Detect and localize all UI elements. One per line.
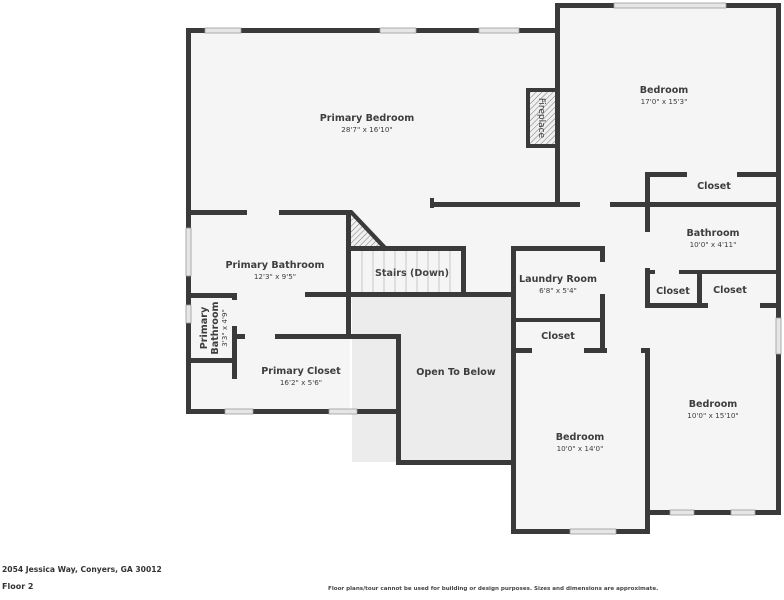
room-name: Bathroom — [686, 228, 739, 239]
room-name: Bedroom — [640, 85, 689, 96]
room-closet-e2: Closet — [713, 285, 747, 296]
doors — [232, 172, 760, 353]
room-closet-e1: Closet — [656, 286, 690, 297]
room-dimensions: 10'0" x 14'0" — [557, 444, 604, 453]
room-bedroom-s: Bedroom 10'0" x 14'0" — [556, 432, 605, 453]
open-to-below: Open To Below — [416, 367, 496, 378]
fireplace: Fireplace — [536, 98, 546, 139]
disclaimer: Floor plans/tour cannot be used for buil… — [328, 586, 659, 592]
room-name: Closet — [656, 286, 690, 297]
room-dimensions: 12'3" x 9'5" — [254, 272, 296, 281]
room-name: Bedroom — [689, 399, 738, 410]
room-bedroom-e: Bedroom 10'0" x 15'10" — [687, 399, 738, 420]
fireplace-hatch — [530, 92, 555, 144]
room-name: Primary Closet — [261, 366, 341, 377]
room-dimensions: 6'8" x 5'4" — [539, 286, 577, 295]
room-closet-ne: Closet — [697, 181, 731, 192]
room-name: Open To Below — [416, 367, 496, 378]
stairs-treads — [351, 251, 461, 292]
stairs-label: Stairs (Down) — [375, 268, 449, 279]
room-primary-bedroom: Primary Bedroom 28'7" x 16'10" — [320, 113, 414, 134]
room-name: Primary Bathroom — [226, 260, 325, 271]
stair-landing-hatch — [351, 215, 380, 246]
room-primary-closet: Primary Closet 16'2" x 5'6" — [261, 366, 341, 387]
room-primary-bathroom: Primary Bathroom 12'3" x 9'5" — [226, 260, 325, 281]
room-name: Closet — [713, 285, 747, 296]
room-name: Bedroom — [556, 432, 605, 443]
floor-label: Floor 2 — [2, 582, 34, 591]
fireplace-label: Fireplace — [536, 98, 546, 139]
room-dimensions: 10'0" x 15'10" — [687, 411, 738, 420]
stairs-down: Stairs (Down) — [375, 268, 449, 279]
windows — [185, 2, 782, 535]
room-name: Laundry Room — [519, 274, 597, 285]
room-dimensions: 16'2" x 5'6" — [280, 378, 322, 387]
room-laundry: Laundry Room 6'8" x 5'4" — [519, 274, 597, 295]
room-dimensions: 10'0" x 4'11" — [690, 240, 737, 249]
room-name-line2: Bathroom — [210, 301, 221, 354]
room-name: Closet — [697, 181, 731, 192]
floor-areas — [190, 6, 778, 530]
room-name: Primary Bedroom — [320, 113, 414, 124]
room-name-line1: Primary — [199, 306, 210, 349]
room-dimensions: 17'0" x 15'3" — [641, 97, 688, 106]
room-name: Closet — [541, 331, 575, 342]
property-address: 2054 Jessica Way, Conyers, GA 30012 — [2, 565, 162, 574]
room-bathroom: Bathroom 10'0" x 4'11" — [686, 228, 739, 249]
room-dimensions: 3'3" x 4'9" — [220, 309, 229, 347]
room-bedroom-ne: Bedroom 17'0" x 15'3" — [640, 85, 689, 106]
room-primary-bathroom-small: Primary Bathroom 3'3" x 4'9" — [199, 301, 229, 354]
room-closet-laundry: Closet — [541, 331, 575, 342]
room-dimensions: 28'7" x 16'10" — [341, 125, 392, 134]
